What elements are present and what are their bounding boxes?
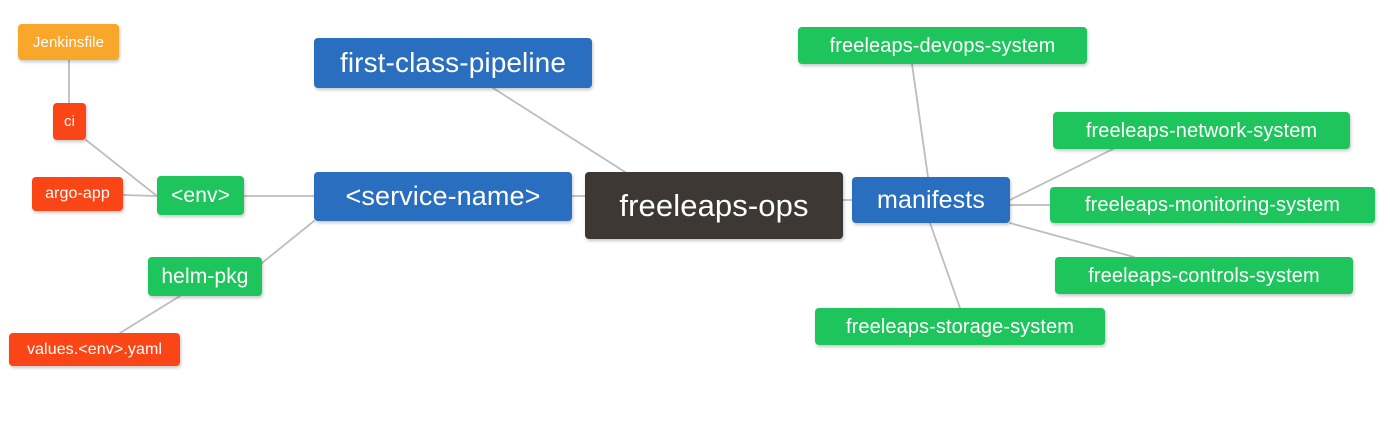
node-label: freeleaps-network-system [1085, 119, 1318, 142]
node-label: <service-name> [345, 181, 541, 211]
mindmap-node-values-yaml[interactable]: values.<env>.yaml [9, 333, 180, 366]
mindmap-node-first-class-pipeline[interactable]: first-class-pipeline [314, 38, 592, 88]
edge-manifests-to-devops-system [911, 63, 929, 178]
node-label: freeleaps-controls-system [1088, 264, 1320, 287]
node-label: values.<env>.yaml [26, 340, 163, 358]
edge-manifests-to-controls-system [1009, 222, 1135, 258]
node-label: first-class-pipeline [339, 47, 567, 78]
mindmap-node-helm-pkg[interactable]: helm-pkg [148, 257, 262, 296]
mindmap-node-argo-app[interactable]: argo-app [32, 177, 123, 211]
mindmap-node-service-name[interactable]: <service-name> [314, 172, 572, 221]
mindmap-node-ci[interactable]: ci [53, 103, 86, 140]
node-label: ci [63, 113, 76, 130]
node-label: Jenkinsfile [32, 33, 105, 51]
mindmap-node-jenkinsfile[interactable]: Jenkinsfile [18, 24, 119, 60]
node-label: freeleaps-monitoring-system [1084, 194, 1340, 216]
node-label: helm-pkg [161, 265, 249, 288]
edge-values-yaml-to-helm-pkg [119, 295, 181, 334]
node-label: freeleaps-devops-system [829, 34, 1056, 57]
edge-first-class-pipeline-to-freeleaps-ops [492, 87, 626, 173]
edge-manifests-to-storage-system [929, 222, 961, 309]
mindmap-node-devops-system[interactable]: freeleaps-devops-system [798, 27, 1087, 64]
mindmap-node-freeleaps-ops[interactable]: freeleaps-ops [585, 172, 843, 239]
node-label: freeleaps-ops [619, 188, 809, 223]
mindmap-node-manifests[interactable]: manifests [852, 177, 1010, 223]
mindmap-node-controls-system[interactable]: freeleaps-controls-system [1055, 257, 1353, 294]
node-label: argo-app [45, 185, 110, 202]
mindmap-node-storage-system[interactable]: freeleaps-storage-system [815, 308, 1105, 345]
node-label: freeleaps-storage-system [845, 315, 1075, 338]
node-label: <env> [171, 184, 230, 207]
mindmap-node-network-system[interactable]: freeleaps-network-system [1053, 112, 1350, 149]
node-label: manifests [877, 185, 985, 214]
mindmap-node-env[interactable]: <env> [157, 176, 244, 215]
edge-helm-pkg-to-service-name [261, 220, 315, 264]
edge-argo-app-to-env [122, 194, 158, 197]
mindmap-node-monitoring-system[interactable]: freeleaps-monitoring-system [1050, 187, 1375, 223]
